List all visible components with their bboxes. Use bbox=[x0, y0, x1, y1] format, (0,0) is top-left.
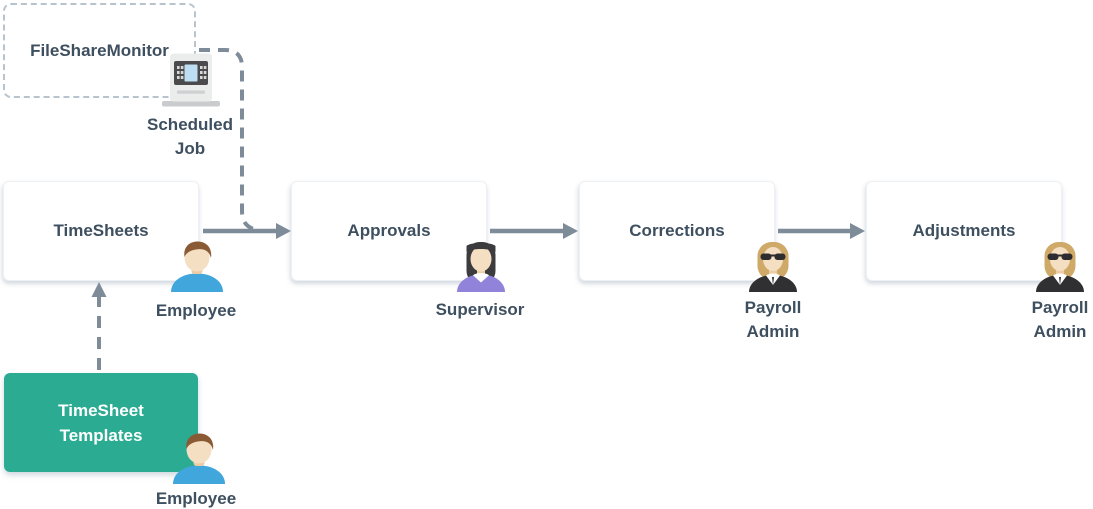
stage-box-timesheets: TimeSheets bbox=[3, 181, 199, 281]
actor-label-employee: Employee bbox=[155, 489, 237, 508]
actor-label-employee: Employee bbox=[155, 301, 237, 320]
actor-label-supervisor: Supervisor bbox=[435, 300, 525, 319]
stage-box-corrections: Corrections bbox=[579, 181, 775, 281]
supervisor-icon bbox=[457, 242, 505, 292]
stage-label-timesheets: TimeSheets bbox=[53, 221, 149, 240]
templates-connector-arrow bbox=[91, 282, 107, 370]
employee-icon bbox=[171, 241, 223, 292]
stage-box-adjustments: Adjustments bbox=[866, 181, 1062, 281]
stage-box-approvals: Approvals bbox=[291, 181, 487, 281]
fileshare-monitor-box: FileShareMonitor bbox=[3, 3, 196, 98]
actor-label-payroll-admin: Payroll Admin bbox=[1031, 298, 1089, 341]
timesheet-templates-box: TimeSheet Templates bbox=[4, 373, 198, 472]
flow-arrow-timesheets-approvals bbox=[203, 223, 291, 239]
stage-label-adjustments: Adjustments bbox=[912, 221, 1016, 240]
stage-label-corrections: Corrections bbox=[629, 221, 725, 240]
payroll-admin-icon bbox=[749, 242, 797, 292]
flow-arrow-corrections-adjustments bbox=[778, 223, 865, 239]
scheduled-job-icon bbox=[162, 53, 220, 107]
timesheet-templates-label: TimeSheet Templates bbox=[58, 400, 144, 445]
flow-arrow-approvals-corrections bbox=[490, 223, 578, 239]
scheduled-job-label: Scheduled Job bbox=[147, 115, 233, 158]
actor-label-payroll-admin: Payroll Admin bbox=[744, 298, 802, 341]
stage-label-approvals: Approvals bbox=[347, 221, 431, 240]
employee-icon bbox=[173, 433, 225, 484]
scheduled-job-connector bbox=[199, 48, 261, 232]
fileshare-monitor-label: FileShareMonitor bbox=[30, 40, 169, 60]
payroll-admin-icon bbox=[1036, 242, 1084, 292]
